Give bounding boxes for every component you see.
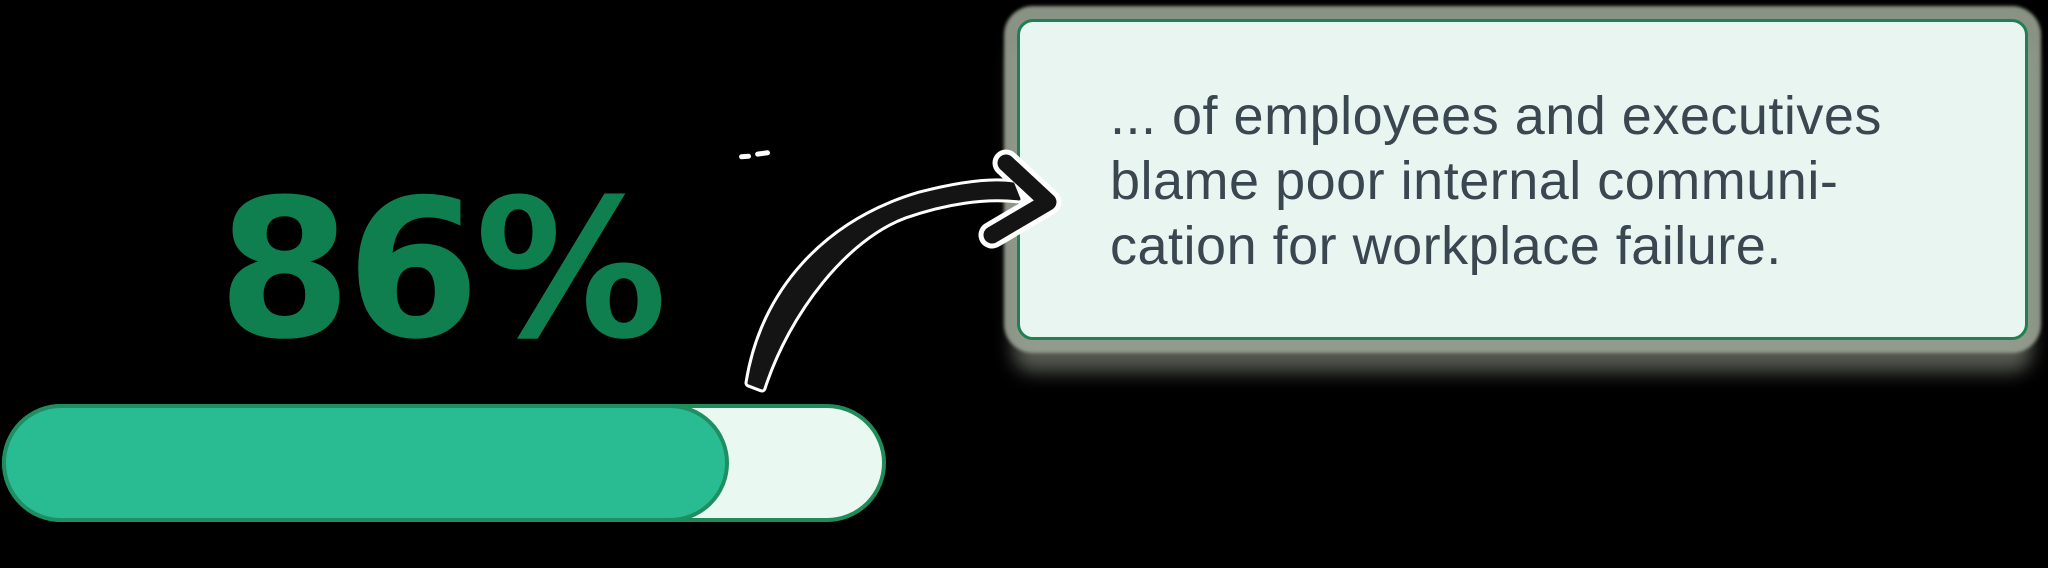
stat-value: 86%	[217, 158, 668, 382]
callout-box: ... of employees and executives blame po…	[1017, 19, 2028, 340]
callout-text-line-2: blame poor internal communi-	[1110, 151, 1839, 211]
sketch-dash	[755, 150, 771, 157]
callout-text-line-1: ... of employees and executives	[1110, 86, 1882, 146]
callout-text-line-3: cation for workplace failure.	[1110, 216, 1782, 276]
callout-text: ... of employees and executives blame po…	[1020, 22, 2025, 279]
progress-bar-fill	[2, 404, 729, 522]
curved-arrow-icon	[739, 149, 1062, 393]
progress-bar-track	[2, 404, 886, 522]
sketch-dash	[739, 153, 752, 160]
